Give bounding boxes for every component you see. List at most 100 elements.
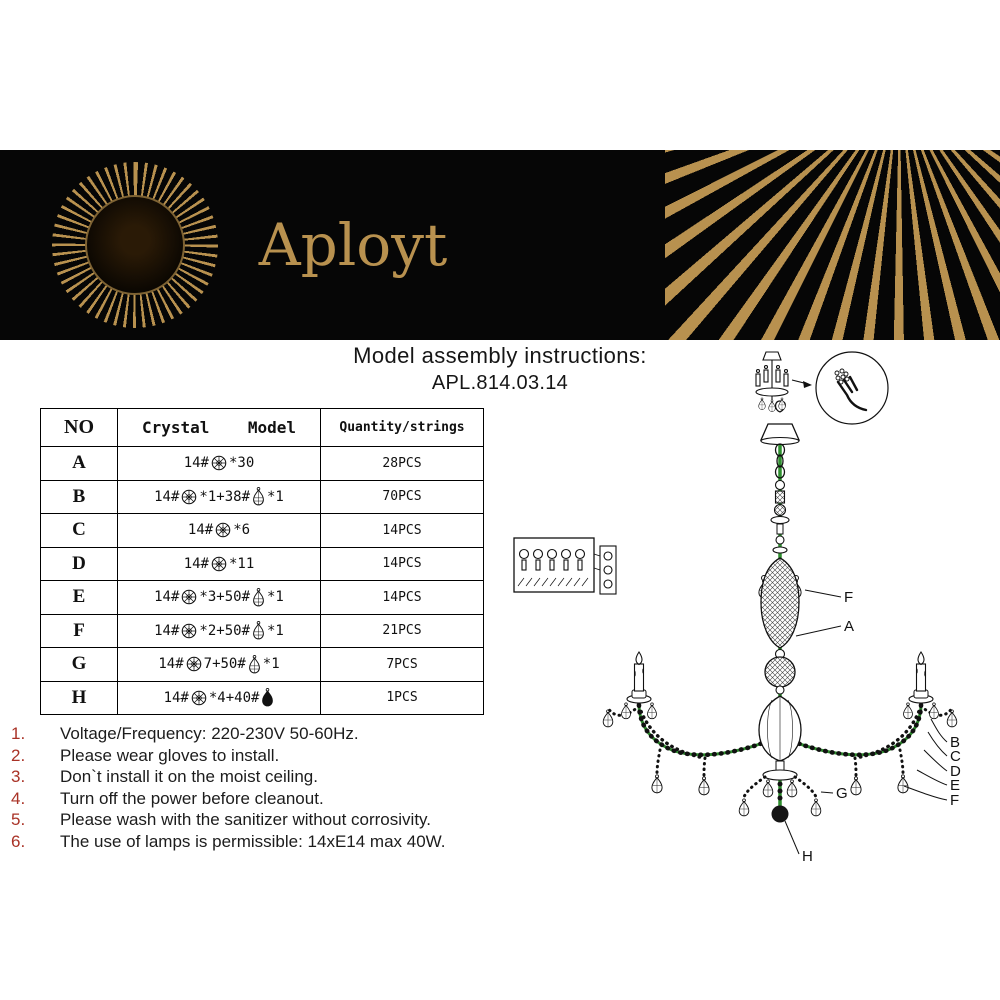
- note-number: 5.: [11, 810, 26, 830]
- crystal-table: NO Crystal Model Quantity/strings A 14# *3…: [40, 408, 484, 715]
- crystal-text: 7+50#: [203, 656, 246, 673]
- note-number: 1.: [11, 724, 26, 743]
- crystal-text: *1: [267, 622, 284, 639]
- crystal-text: 14#: [183, 455, 209, 472]
- diagram-label-B: B: [950, 734, 960, 751]
- quantity-cell: 70PCS: [320, 479, 484, 514]
- bottom-ball: [771, 805, 789, 823]
- crystal-text: 14#: [183, 555, 209, 572]
- crystal-text: *3+50#: [199, 589, 250, 606]
- row-letter: D: [40, 546, 118, 581]
- crystal-cell: 14# *30: [117, 446, 321, 481]
- diagram-label-D: D: [950, 763, 961, 780]
- row-letter: F: [40, 613, 118, 648]
- note-text: Please wear gloves to install.: [60, 745, 280, 765]
- diagram-label-H: H: [802, 848, 813, 865]
- row-letter: B: [40, 479, 118, 514]
- teardrop-icon: [253, 587, 264, 607]
- crystal-text: *2+50#: [199, 622, 250, 639]
- crystal-text: 14#: [154, 589, 180, 606]
- crystal-cell: 14#*1+38#*1: [117, 479, 321, 514]
- assembly-title: Model assembly instructions: APL.814.03.…: [280, 343, 720, 395]
- table-row: E 14# *3+50# *1 14PCS: [40, 580, 484, 615]
- crystal-text: *1: [262, 656, 280, 673]
- title-line: Model assembly instructions:: [353, 343, 647, 368]
- crystal-ball-icon: [215, 522, 231, 538]
- table-row: D 14# *11 14PCS: [40, 546, 484, 581]
- note-text: The use of lamps is permissible: 14xE14 …: [60, 831, 446, 851]
- quantity-cell: 14PCS: [320, 513, 484, 548]
- diagram-label-G: G: [836, 785, 848, 802]
- diagram-label-A: A: [844, 618, 854, 635]
- quantity-cell: 14PCS: [320, 580, 484, 615]
- note-text: Turn off the power before cleanout.: [60, 788, 324, 808]
- diagram-label-E: E: [950, 777, 960, 794]
- crystal-text: 14#: [154, 622, 180, 639]
- note-item: 6. The use of lamps is permissible: 14xE1…: [8, 831, 508, 853]
- quantity-cell: 28PCS: [320, 446, 484, 481]
- crystal-ball-icon: [211, 455, 227, 471]
- teardrop-icon: [253, 621, 264, 640]
- crystal-cell: 14# *11: [117, 546, 321, 581]
- crystal-text: *1+38#: [199, 488, 250, 505]
- chandelier-diagram: F A B C D E F G H: [513, 351, 961, 865]
- row-letter: E: [40, 580, 118, 615]
- quantity-cell: 7PCS: [320, 647, 484, 682]
- teardrop-icon: [248, 654, 260, 674]
- crystal-text: 14#: [154, 488, 180, 505]
- wiring-detail: [513, 537, 617, 595]
- crystal-ball-icon: [191, 690, 207, 706]
- quantity-cell: 21PCS: [320, 613, 484, 648]
- notes-list: 1. Voltage/Frequency: 220-230V 50-60Hz. 2.…: [8, 723, 508, 853]
- crystal-text: 14#: [163, 689, 189, 706]
- crystal-text: *6: [233, 522, 251, 539]
- quantity-cell: 14PCS: [320, 546, 484, 581]
- crystal-cell: 14# 7+50# *1: [117, 647, 321, 682]
- note-number: 4.: [11, 788, 26, 808]
- crystal-text: *11: [229, 555, 255, 572]
- note-text: Voltage/Frequency: 220-230V 50-60Hz.: [60, 724, 359, 743]
- crystal-text: 14#: [187, 522, 214, 539]
- col-header-no: NO: [40, 408, 118, 447]
- note-number: 2.: [11, 745, 26, 765]
- note-number: 3.: [11, 767, 26, 787]
- note-text: Please wash with the sanitizer without c…: [60, 810, 432, 830]
- brand-band: Aployt: [0, 150, 1000, 340]
- model-number: APL.814.03.14: [431, 372, 569, 394]
- crystal-ball-icon: [182, 489, 197, 505]
- teardrop-icon: [253, 487, 264, 506]
- crystal-cell: 14# *3+50# *1: [117, 580, 321, 615]
- col-header-crystal: Crystal Model: [117, 408, 321, 447]
- brand-name: Aployt: [258, 211, 448, 279]
- note-item: 5. Please wash with the sanitizer without…: [8, 809, 508, 831]
- crystal-ball-icon: [182, 623, 197, 639]
- table-row: F 14# *2+50# *1 21PCS: [40, 613, 484, 648]
- note-item: 3. Don`t install it on the moist ceiling.: [8, 766, 508, 788]
- col-header-qty: Quantity/strings: [320, 408, 484, 447]
- crystal-cell: 14# *2+50# *1: [117, 613, 321, 648]
- label-leaders: [784, 589, 948, 855]
- diagram-label-F-upper: F: [844, 589, 853, 606]
- sunburst-core: [85, 195, 185, 295]
- diagram-label-F-lower: F: [950, 792, 959, 809]
- crystal-text: *1: [267, 589, 284, 606]
- crystal-cell: 14# *4+40#: [117, 680, 321, 715]
- table-row: A 14# *30 28PCS: [40, 446, 484, 481]
- crystal-ball-icon: [211, 556, 227, 572]
- row-letter: A: [40, 446, 118, 481]
- crystal-text: *30: [229, 455, 255, 472]
- rays-decoration: [665, 150, 1000, 340]
- crystal-ball-icon: [186, 656, 201, 672]
- crystal-text: *4+40#: [208, 689, 260, 706]
- crystal-cell: 14# *6: [117, 513, 321, 548]
- crystal-text: 14#: [158, 656, 184, 673]
- note-number: 6.: [11, 831, 26, 851]
- diagram-label-C: C: [950, 748, 961, 765]
- note-text: Don`t install it on the moist ceiling.: [60, 767, 318, 787]
- sunburst-logo-icon: [52, 162, 218, 328]
- note-item: 2. Please wear gloves to install.: [8, 745, 508, 767]
- note-item: 4. Turn off the power before cleanout.: [8, 788, 508, 810]
- row-letter: C: [40, 513, 118, 548]
